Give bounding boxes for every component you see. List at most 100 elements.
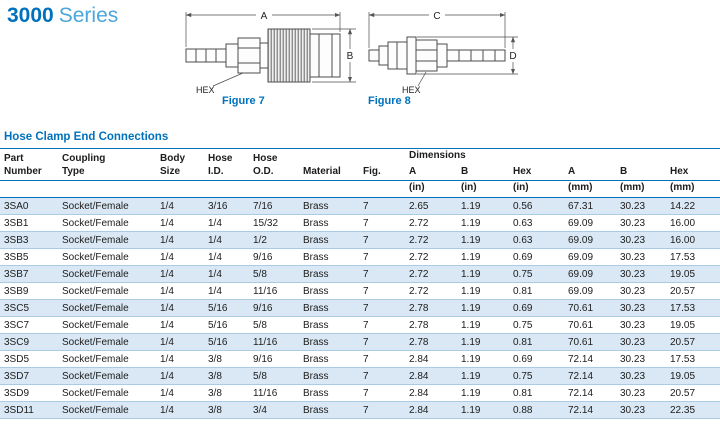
table-cell: Socket/Female	[58, 282, 156, 300]
table-cell: 1.19	[457, 282, 509, 300]
table-cell: 7	[359, 401, 405, 419]
table-cell: 0.63	[509, 214, 564, 232]
table-cell: 20.57	[666, 384, 720, 402]
table-cell: 1/4	[204, 248, 249, 266]
table-cell: 19.05	[666, 367, 720, 385]
unit-label-a-in: (in)	[405, 180, 457, 198]
table-cell: 1/4	[204, 214, 249, 232]
table-cell: 3SB9	[0, 282, 58, 300]
table-cell: 30.23	[616, 197, 666, 215]
table-cell: 1.19	[457, 248, 509, 266]
table-cell: 3/4	[249, 401, 299, 419]
table-cell: 1/4	[204, 265, 249, 283]
table-cell: 30.23	[616, 401, 666, 419]
table-cell: 1/4	[156, 299, 204, 317]
table-cell: 30.23	[616, 214, 666, 232]
table-cell: 20.57	[666, 282, 720, 300]
unit-label-hex-in: (in)	[509, 180, 564, 198]
table-cell: Brass	[299, 248, 359, 266]
table-cell: Socket/Female	[58, 231, 156, 249]
table-cell: 3SC7	[0, 316, 58, 334]
col-header-fig: Fig.	[359, 148, 405, 181]
figure-8-caption: Figure 8	[368, 95, 411, 107]
table-cell: 5/16	[204, 316, 249, 334]
table-cell: 1/4	[156, 265, 204, 283]
table-cell: 16.00	[666, 231, 720, 249]
table-cell: Socket/Female	[58, 333, 156, 351]
table-cell: 2.84	[405, 350, 457, 368]
fig8-dim-d-label: D	[509, 51, 516, 62]
table-cell: Brass	[299, 231, 359, 249]
col-header-material: Material	[299, 148, 359, 181]
table-cell: 0.56	[509, 197, 564, 215]
table-cell: 2.78	[405, 333, 457, 351]
table-cell: Brass	[299, 282, 359, 300]
table-cell: Socket/Female	[58, 197, 156, 215]
col-header-b-in: B	[457, 164, 509, 181]
table-cell: 5/16	[204, 299, 249, 317]
col-header-a-mm: A	[564, 164, 616, 181]
unit-label-b-mm: (mm)	[616, 180, 666, 198]
table-cell: 1/4	[156, 231, 204, 249]
units-spacer	[0, 180, 405, 198]
fig8-plug-body	[368, 36, 506, 75]
table-cell: 5/16	[204, 333, 249, 351]
table-cell: Brass	[299, 384, 359, 402]
table-cell: 0.75	[509, 316, 564, 334]
table-cell: 0.69	[509, 350, 564, 368]
table-cell: 69.09	[564, 231, 616, 249]
col-header-part-number: Part Number	[0, 148, 58, 181]
table-cell: 30.23	[616, 367, 666, 385]
table-cell: Socket/Female	[58, 401, 156, 419]
table-cell: Brass	[299, 333, 359, 351]
table-cell: 1/4	[156, 333, 204, 351]
table-cell: 2.84	[405, 401, 457, 419]
table-cell: 1/4	[156, 367, 204, 385]
table-cell: 30.23	[616, 231, 666, 249]
table-cell: 1/4	[204, 282, 249, 300]
table-cell: 1.19	[457, 401, 509, 419]
fig7-dim-b-label-bg	[343, 49, 357, 62]
col-group-dimensions: Dimensions	[409, 150, 466, 161]
table-cell: 3SD11	[0, 401, 58, 419]
table-cell: 70.61	[564, 316, 616, 334]
table-cell: 70.61	[564, 333, 616, 351]
table-cell: 2.72	[405, 231, 457, 249]
table-cell: 3/8	[204, 350, 249, 368]
table-cell: 5/8	[249, 367, 299, 385]
table-cell: 0.81	[509, 333, 564, 351]
table-cell: 3SB7	[0, 265, 58, 283]
table-cell: 1/4	[156, 384, 204, 402]
unit-label-hex-mm: (mm)	[666, 180, 720, 198]
table-cell: 1.19	[457, 367, 509, 385]
table-cell: 30.23	[616, 282, 666, 300]
table-cell: Brass	[299, 214, 359, 232]
table-cell: 1.19	[457, 265, 509, 283]
table-cell: 0.81	[509, 384, 564, 402]
fig8-dim-c-label-bg	[429, 8, 445, 21]
table-cell: 3SC9	[0, 333, 58, 351]
table-cell: 7	[359, 265, 405, 283]
fig8-hex-leader-line	[417, 71, 427, 87]
table-cell: 3/8	[204, 401, 249, 419]
table-cell: Socket/Female	[58, 350, 156, 368]
series-number: 3000	[7, 4, 54, 27]
table-cell: Socket/Female	[58, 367, 156, 385]
table-cell: 7	[359, 214, 405, 232]
table-cell: 19.05	[666, 265, 720, 283]
fig7-hex-leader-line	[212, 72, 244, 87]
table-cell: Brass	[299, 197, 359, 215]
table-header: Part Number Coupling Type Body Size Hose…	[0, 148, 720, 198]
col-header-b-mm: B	[616, 164, 666, 181]
table-cell: 3SB3	[0, 231, 58, 249]
fig8-hex-label: HEX	[402, 85, 421, 95]
table-cell: 1.19	[457, 316, 509, 334]
table-cell: 3SD5	[0, 350, 58, 368]
table-cell: 2.84	[405, 384, 457, 402]
table-cell: 67.31	[564, 197, 616, 215]
